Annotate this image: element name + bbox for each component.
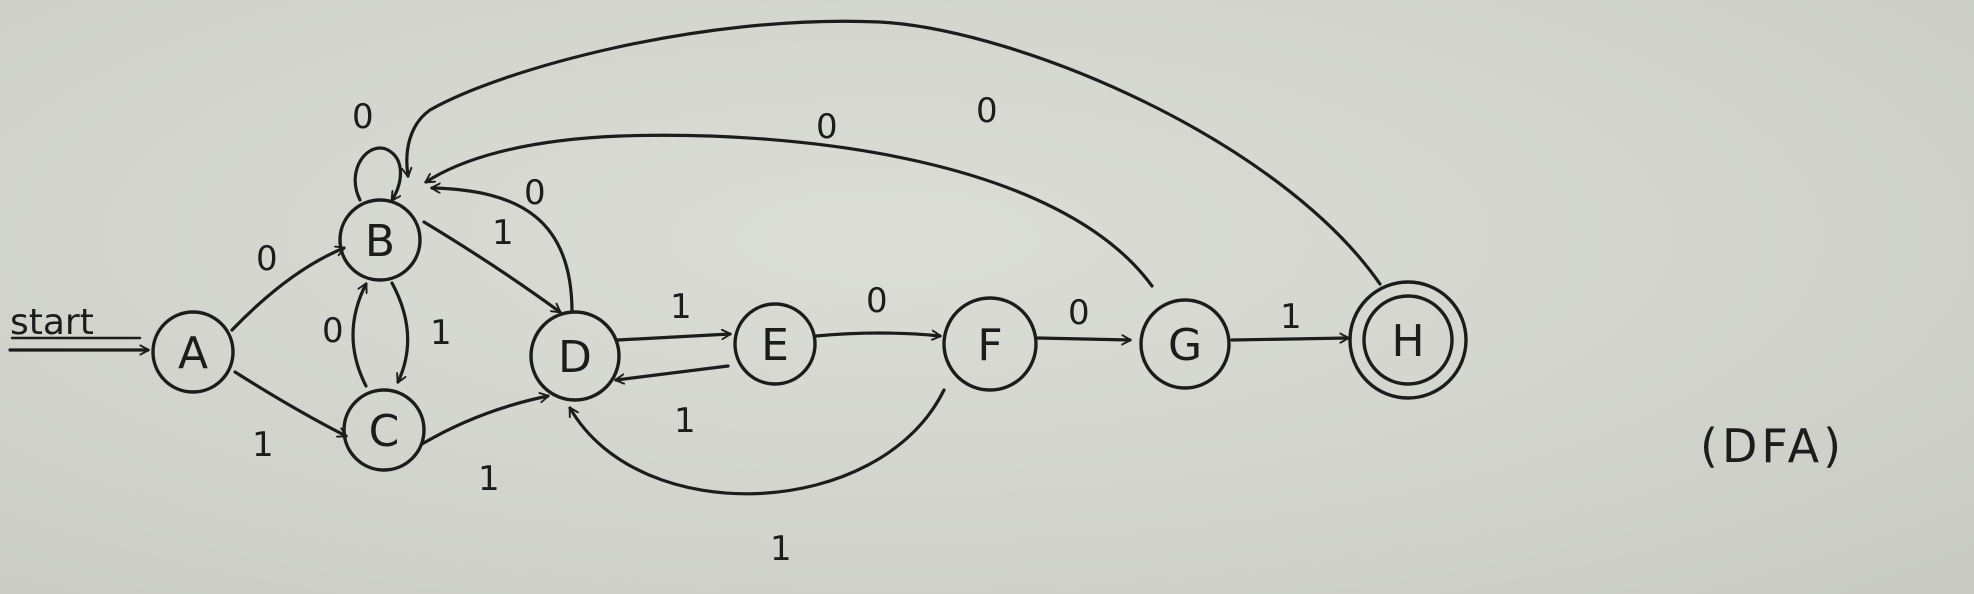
edge-label-b-self: 0: [352, 97, 374, 137]
state-d: D: [529, 310, 621, 402]
state-label-g: G: [1168, 320, 1202, 371]
edge-label-b-d: 1: [492, 213, 514, 253]
edge-label-a-c: 1: [252, 425, 274, 465]
edge-label-f-g: 0: [1068, 293, 1090, 333]
edge-label-c-d: 1: [478, 459, 500, 499]
state-c: C: [342, 388, 426, 472]
edge-label-d-e: 1: [670, 287, 692, 327]
state-g: G: [1139, 298, 1231, 390]
start-label: start: [10, 302, 94, 343]
edge-b-d: 1: [422, 213, 562, 314]
state-label-f: F: [977, 320, 1002, 371]
state-label-d: D: [558, 332, 592, 383]
diagram-caption: (DFA): [1700, 419, 1845, 473]
edge-c-b: 0: [322, 284, 368, 388]
edge-label-c-b: 0: [322, 311, 344, 351]
edge-a-b: 0: [230, 239, 344, 332]
edge-label-g-h: 1: [1280, 297, 1302, 337]
edge-d-e: 1: [616, 287, 730, 342]
edge-label-b-c: 1: [430, 313, 452, 353]
edge-e-f: 0: [814, 281, 940, 336]
start-arrow: start: [8, 302, 148, 350]
edge-c-d: 1: [420, 396, 548, 499]
state-label-h: H: [1391, 316, 1424, 367]
edge-a-c: 1: [233, 370, 346, 465]
state-e: E: [733, 302, 817, 386]
edge-h-b: 0: [407, 19, 1382, 286]
edge-e-d: 1: [616, 364, 730, 441]
state-a: A: [151, 310, 235, 394]
edge-b-c: 1: [390, 281, 452, 382]
edge-label-a-b: 0: [256, 239, 278, 279]
edge-g-b: 0: [426, 107, 1154, 288]
edge-label-d-b: 0: [524, 173, 546, 213]
edge-label-h-b: 0: [976, 91, 998, 131]
edge-f-g: 0: [1036, 293, 1130, 340]
edge-d-b: 0: [432, 173, 574, 314]
state-b: B: [338, 198, 422, 282]
edge-label-g-b: 0: [816, 107, 838, 147]
edge-label-e-d: 1: [674, 401, 696, 441]
edge-label-f-d: 1: [770, 529, 792, 569]
edge-g-h: 1: [1230, 297, 1348, 340]
state-label-b: B: [365, 216, 395, 267]
state-label-a: A: [178, 328, 208, 379]
state-label-c: C: [369, 406, 400, 457]
edge-label-e-f: 0: [866, 281, 888, 321]
edge-b-self-loop: 0: [352, 97, 403, 202]
state-h-accepting: H: [1348, 280, 1468, 400]
state-label-e: E: [761, 320, 789, 371]
state-f: F: [942, 296, 1038, 392]
edge-f-d: 1: [568, 388, 946, 569]
